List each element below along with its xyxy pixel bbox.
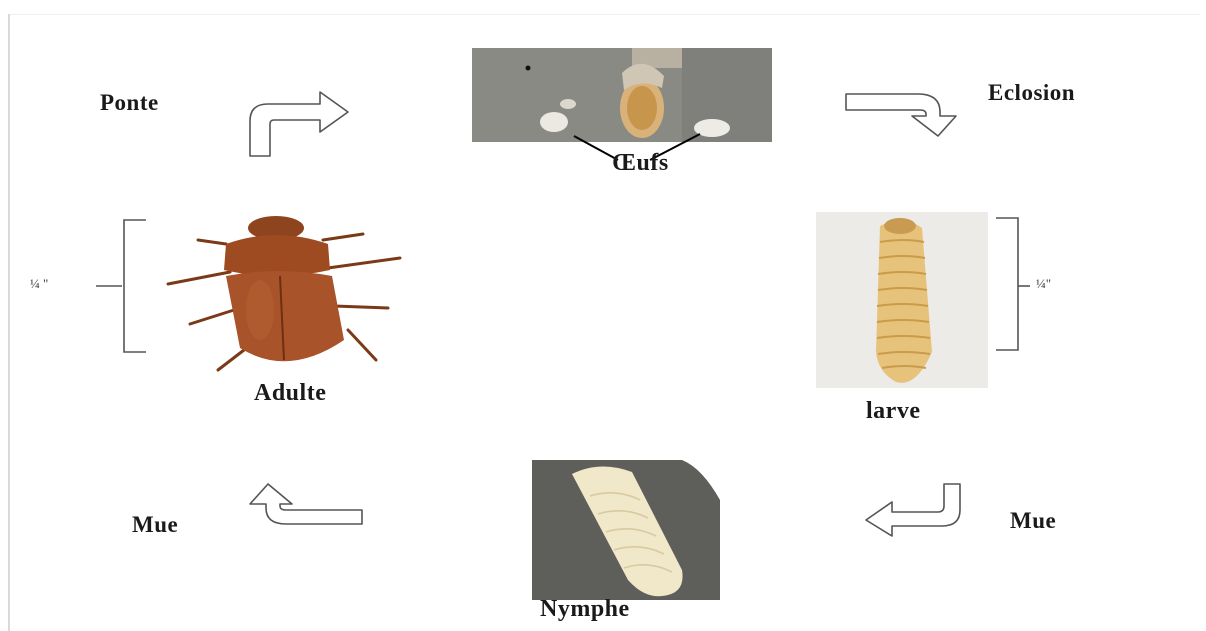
- pupa-illustration: [532, 460, 720, 600]
- larva-size-mark: ¼": [1036, 276, 1051, 292]
- transition-label-hatching: Eclosion: [988, 80, 1075, 106]
- pupa-photo: [532, 460, 720, 600]
- adult-size-tick: [96, 283, 126, 289]
- transition-label-laying: Ponte: [100, 90, 159, 116]
- larva-size-tick: [1018, 283, 1032, 289]
- up-right-arrow-icon: [240, 86, 360, 166]
- larva-illustration: [816, 212, 988, 388]
- transition-label-molt-pupa-to-adult: Mue: [132, 512, 178, 538]
- stage-label-pupa: Nymphe: [540, 596, 630, 623]
- adult-size-mark: ¼ ": [30, 276, 48, 292]
- stage-label-eggs: Œufs: [612, 150, 669, 177]
- right-down-arrow-icon: [842, 88, 982, 148]
- larva-photo: [816, 212, 988, 388]
- stage-label-adult: Adulte: [254, 380, 326, 407]
- stage-label-larva: larve: [866, 398, 920, 425]
- left-up-arrow-icon: [230, 478, 370, 528]
- transition-label-molt-larva-to-pupa: Mue: [1010, 508, 1056, 534]
- adult-beetle-illustration: [148, 210, 424, 390]
- adult-beetle-photo: [148, 210, 424, 390]
- down-left-arrow-icon: [862, 480, 982, 540]
